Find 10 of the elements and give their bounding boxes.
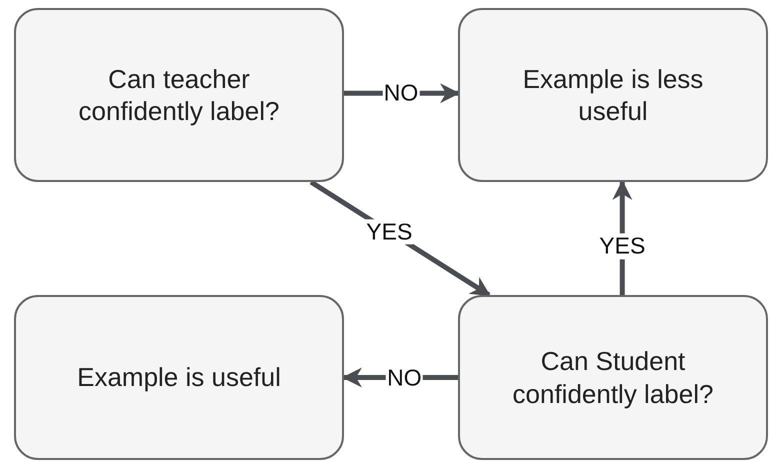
box-text: Can Student confidently label?	[512, 345, 714, 410]
process-box	[14, 295, 344, 460]
process-box	[14, 8, 344, 182]
edge-label: YES	[598, 234, 646, 260]
box-text: Example is useful	[77, 361, 281, 394]
box-text: Can teacher confidently label?	[78, 62, 280, 128]
box-text: Example is less useful	[522, 62, 704, 128]
process-box	[458, 295, 768, 460]
edge-label: YES	[365, 219, 414, 244]
process-box	[458, 8, 768, 182]
